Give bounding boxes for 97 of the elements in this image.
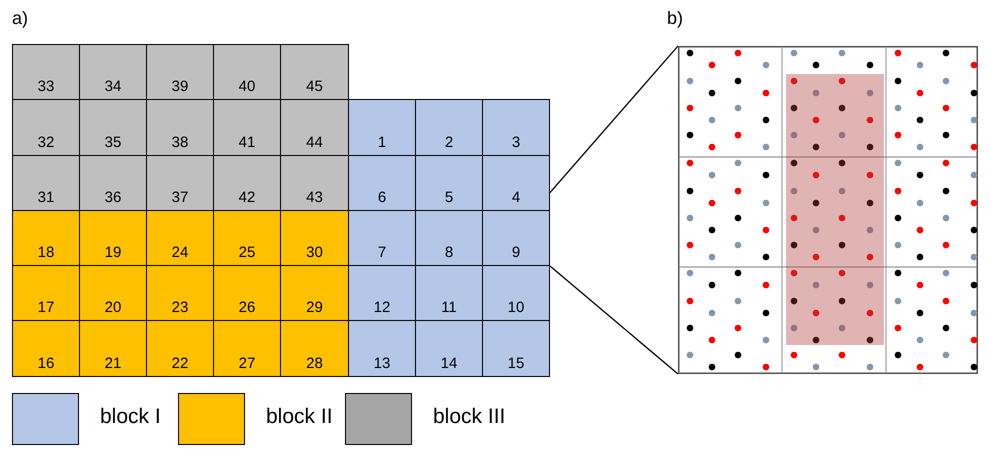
grid-cell <box>79 210 147 266</box>
cell-number: 38 <box>170 134 190 151</box>
cell-number: 44 <box>305 134 324 151</box>
cell-number: 43 <box>305 189 324 206</box>
grid-cell <box>146 99 214 156</box>
cell-number: 7 <box>376 244 388 261</box>
zoom-line <box>550 46 678 193</box>
cell-number: 36 <box>104 189 122 206</box>
cell-number: 14 <box>440 355 458 372</box>
cell-number: 17 <box>36 299 56 316</box>
grid-cell <box>12 210 80 266</box>
cell-number: 29 <box>305 299 324 316</box>
cell-number: 8 <box>444 244 454 261</box>
cell-number: 28 <box>305 355 324 372</box>
cell-number: 20 <box>104 299 122 316</box>
grid-cell <box>79 320 147 377</box>
grid-cell <box>415 265 483 321</box>
cell-number: 15 <box>506 355 526 372</box>
grid-cell <box>12 44 80 100</box>
grid-cell <box>280 210 349 266</box>
grid-cell <box>280 155 349 211</box>
cell-number: 40 <box>238 78 256 95</box>
cell-number: 39 <box>170 78 190 95</box>
grid-cell <box>146 265 214 321</box>
grid-cell <box>482 320 550 377</box>
grid-cell <box>79 44 147 100</box>
cell-number: 31 <box>36 189 56 206</box>
cell-number: 27 <box>238 355 256 372</box>
panel-label: b) <box>667 8 684 29</box>
grid-cell <box>348 320 416 377</box>
cell-number: 19 <box>104 244 122 261</box>
cell-number: 45 <box>305 78 324 95</box>
grid-cell <box>146 210 214 266</box>
cell-number: 9 <box>510 244 522 261</box>
cell-number: 32 <box>36 134 56 151</box>
grid-cell <box>12 265 80 321</box>
grid-cell <box>280 44 349 100</box>
cell-number: 13 <box>372 355 392 372</box>
grid-cell <box>79 265 147 321</box>
grid-cell <box>482 155 550 211</box>
grid-cell <box>348 210 416 266</box>
cell-number: 23 <box>170 299 190 316</box>
grid-cell <box>415 155 483 211</box>
grid-cell <box>415 99 483 156</box>
cell-number: 30 <box>305 244 324 261</box>
grid-cell <box>348 155 416 211</box>
grid-cell <box>213 320 281 377</box>
cell-number: 34 <box>104 78 122 95</box>
cell-number: 18 <box>36 244 56 261</box>
cell-number: 6 <box>376 189 388 206</box>
grid-cell <box>348 99 416 156</box>
zoom-line <box>550 266 678 374</box>
grid-cell <box>280 320 349 377</box>
cell-number: 35 <box>104 134 122 151</box>
grid-cell <box>213 210 281 266</box>
cell-number: 25 <box>238 244 256 261</box>
grid-cell <box>280 265 349 321</box>
legend-label: block III <box>433 405 506 429</box>
cell-number: 2 <box>444 134 454 151</box>
grid-cell <box>482 210 550 266</box>
cell-number: 21 <box>104 355 122 372</box>
cell-number: 3 <box>510 134 522 151</box>
grid-cell <box>415 210 483 266</box>
legend-label: block II <box>266 405 333 429</box>
grid-cell <box>79 99 147 156</box>
cell-number: 26 <box>238 299 256 316</box>
grid-cell <box>482 265 550 321</box>
panel-label: a) <box>12 8 28 29</box>
grid-cell <box>213 99 281 156</box>
cell-number: 4 <box>510 189 522 206</box>
cell-number: 42 <box>238 189 256 206</box>
cell-number: 24 <box>170 244 190 261</box>
cell-number: 16 <box>36 355 56 372</box>
legend-label: block I <box>100 405 161 429</box>
cell-number: 37 <box>170 189 190 206</box>
grid-cell <box>146 155 214 211</box>
grid-cell <box>280 99 349 156</box>
grid-cell <box>12 155 80 211</box>
grid-cell <box>146 320 214 377</box>
cell-number: 41 <box>238 134 256 151</box>
grid-cell <box>415 320 483 377</box>
grid-cell <box>79 155 147 211</box>
grid-cell <box>213 155 281 211</box>
grid-cell <box>213 44 281 100</box>
cell-number: 33 <box>36 78 56 95</box>
cell-number: 5 <box>444 189 454 206</box>
grid-cell <box>12 99 80 156</box>
grid-cell <box>348 265 416 321</box>
cell-number: 11 <box>440 299 458 316</box>
cell-number: 10 <box>506 299 526 316</box>
cell-number: 22 <box>170 355 190 372</box>
grid-cell <box>12 320 80 377</box>
cell-number: 1 <box>376 134 388 151</box>
grid-cell <box>482 99 550 156</box>
grid-cell <box>146 44 214 100</box>
grid-cell <box>213 265 281 321</box>
cell-number: 12 <box>372 299 392 316</box>
